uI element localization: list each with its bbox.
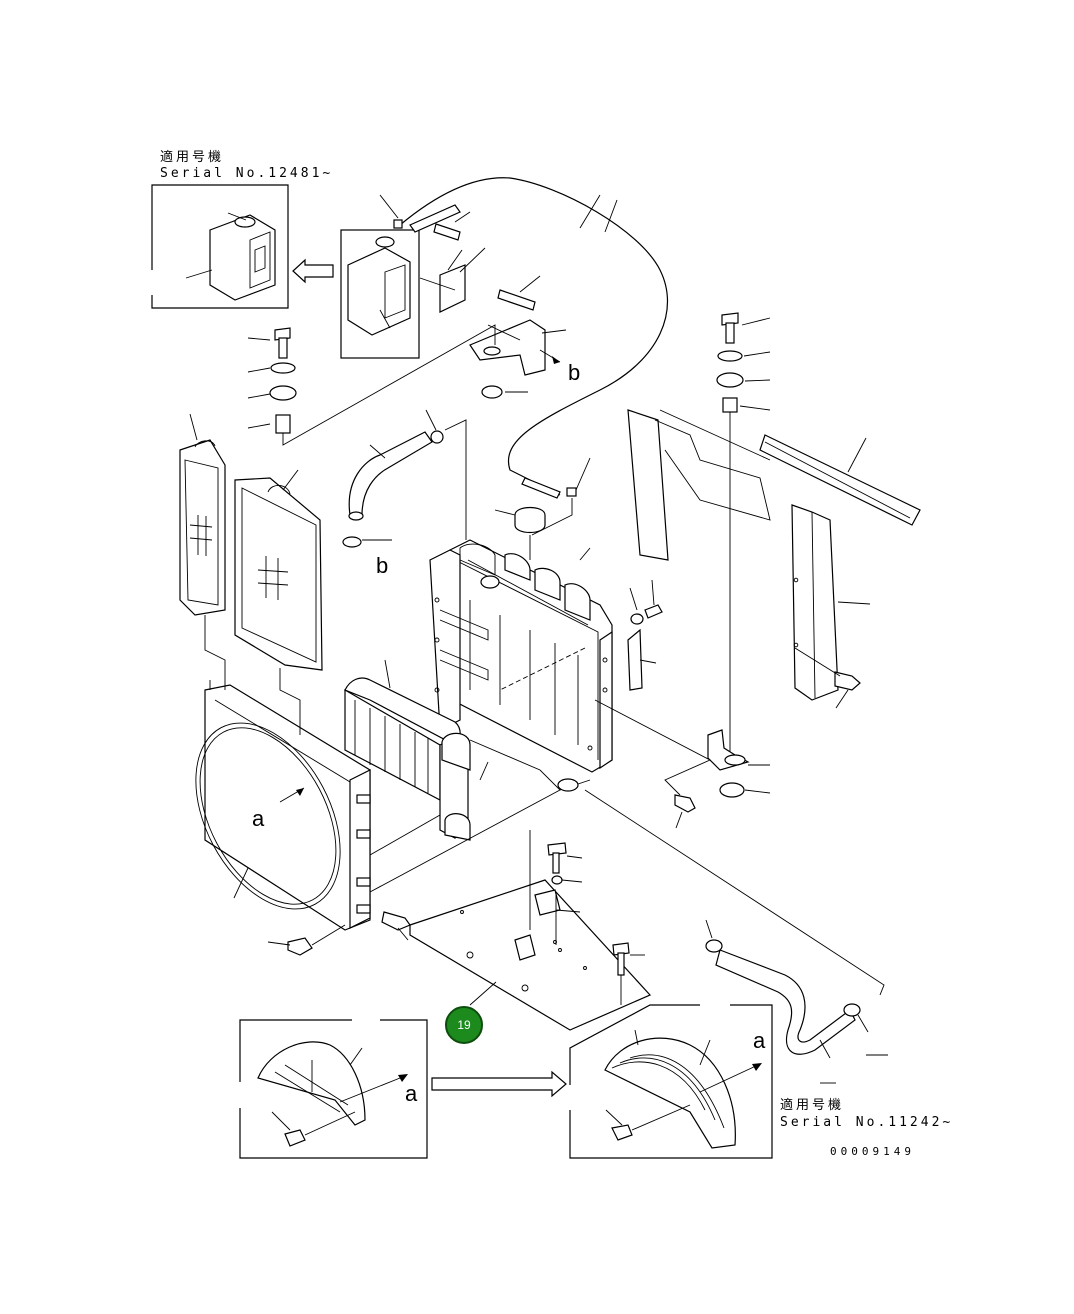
radiator-core [429, 539, 613, 792]
upper-hose [342, 409, 467, 548]
serial-note-bottom: Serial No.11242~ [780, 1115, 954, 1130]
radiator-cap [494, 506, 546, 560]
side-guard [627, 409, 921, 709]
document-number: 00009149 [830, 1145, 915, 1158]
ref-b-top: b [568, 360, 581, 385]
ref-a-inset-left: a [405, 1081, 418, 1106]
serial-note-top: Serial No.12481~ [160, 166, 334, 181]
lower-hose [584, 789, 888, 1084]
reservoir-tank-box [340, 229, 420, 359]
under-cover [267, 830, 652, 1031]
overflow-hose [399, 177, 669, 496]
screen-right [234, 469, 323, 735]
transfer-arrow-left [292, 258, 334, 284]
fan-shroud [195, 680, 561, 931]
ref-b-radiator: b [376, 553, 389, 578]
callout-badge-19[interactable]: 19 [445, 1006, 483, 1044]
small-rod [521, 457, 591, 536]
tank-bracket [439, 249, 567, 399]
right-mount-stack [716, 312, 771, 760]
ref-a-shroud: a [252, 806, 265, 831]
serial-note-top-jp: 適用号機 [160, 150, 225, 165]
inset-guard-b [569, 1004, 773, 1159]
inset-guard-a [239, 1019, 428, 1159]
inset-reservoir-tank [151, 184, 289, 309]
serial-note-bottom-jp: 適用号機 [780, 1098, 845, 1113]
oil-cooler [344, 659, 489, 841]
transfer-arrow-right [431, 1070, 567, 1098]
ref-a-inset-right: a [753, 1028, 766, 1053]
drain-pipe [627, 579, 663, 691]
left-mount-stack [247, 324, 496, 446]
bolts-top [379, 194, 541, 311]
screen-left [179, 413, 226, 690]
lower-right-mount [594, 699, 771, 829]
